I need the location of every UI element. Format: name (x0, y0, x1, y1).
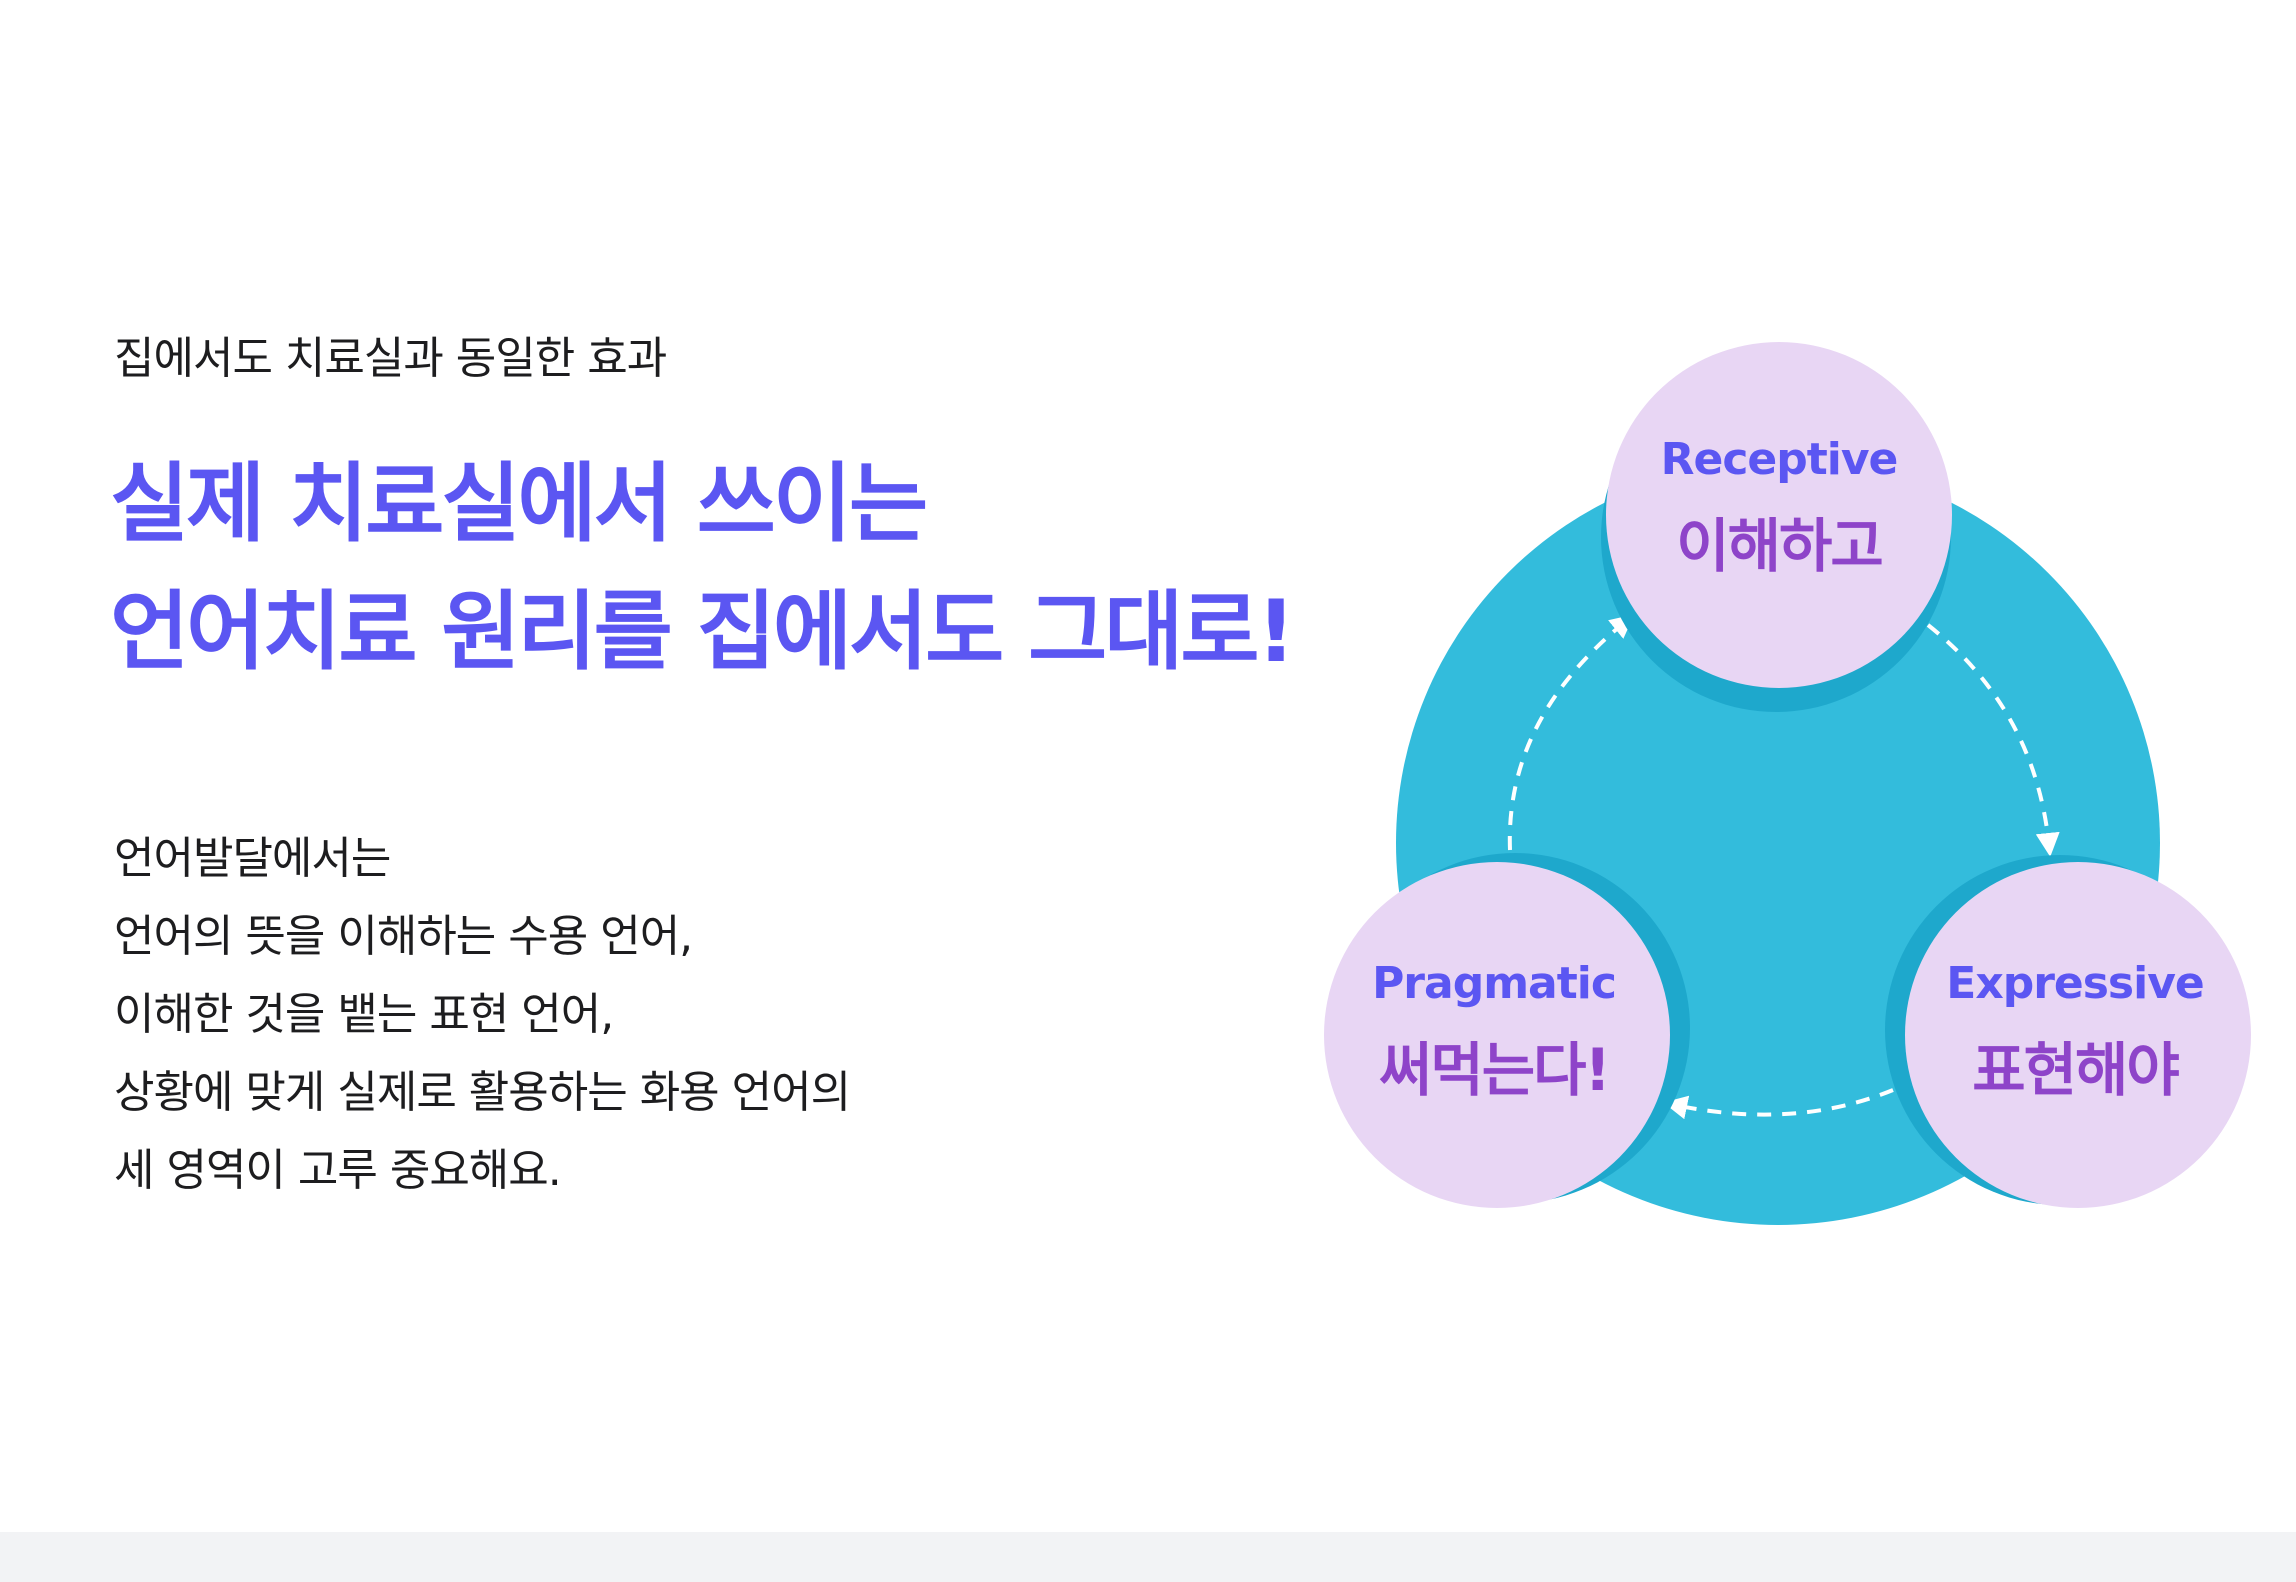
receptive-node: Receptive 이해하고 (1601, 342, 1952, 712)
body-line: 상황에 맞게 실제로 활용하는 화용 언어의 (114, 1067, 851, 1118)
receptive-label: Receptive (1661, 434, 1898, 485)
headline-line-2: 언어치료 원리를 집에서도 그대로! (110, 582, 1296, 682)
pragmatic-korean-label: 써먹는다! (1379, 1036, 1609, 1104)
headline-line-1: 실제 치료실에서 쓰이는 (110, 454, 928, 554)
footer-strip (0, 1532, 2296, 1582)
receptive-korean-label: 이해하고 (1676, 512, 1882, 580)
section-headline: 실제 치료실에서 쓰이는 언어치료 원리를 집에서도 그대로! (110, 440, 1296, 696)
arrow-receptive-to-expressive (1926, 623, 2060, 857)
expressive-label: Expressive (1946, 958, 2203, 1009)
pragmatic-label: Pragmatic (1372, 958, 1616, 1009)
pragmatic-node: Pragmatic 써먹는다! (1324, 853, 1690, 1208)
expressive-korean-label: 표현해야 (1972, 1036, 2179, 1104)
section-eyebrow: 집에서도 치료실과 동일한 효과 (114, 333, 667, 384)
arrow-expressive-to-pragmatic (1663, 1088, 1894, 1120)
expressive-node: Expressive 표현해야 (1885, 855, 2251, 1208)
section-body: 언어발달에서는 언어의 뜻을 이해하는 수용 언어, 이해한 것을 뱉는 표현 … (114, 820, 851, 1210)
body-line: 언어의 뜻을 이해하는 수용 언어, (114, 911, 693, 962)
body-line: 이해한 것을 뱉는 표현 언어, (114, 989, 614, 1040)
body-line: 언어발달에서는 (114, 833, 391, 884)
arrow-pragmatic-to-receptive (1507, 614, 1635, 851)
body-line: 세 영역이 고루 중요해요. (114, 1145, 562, 1196)
